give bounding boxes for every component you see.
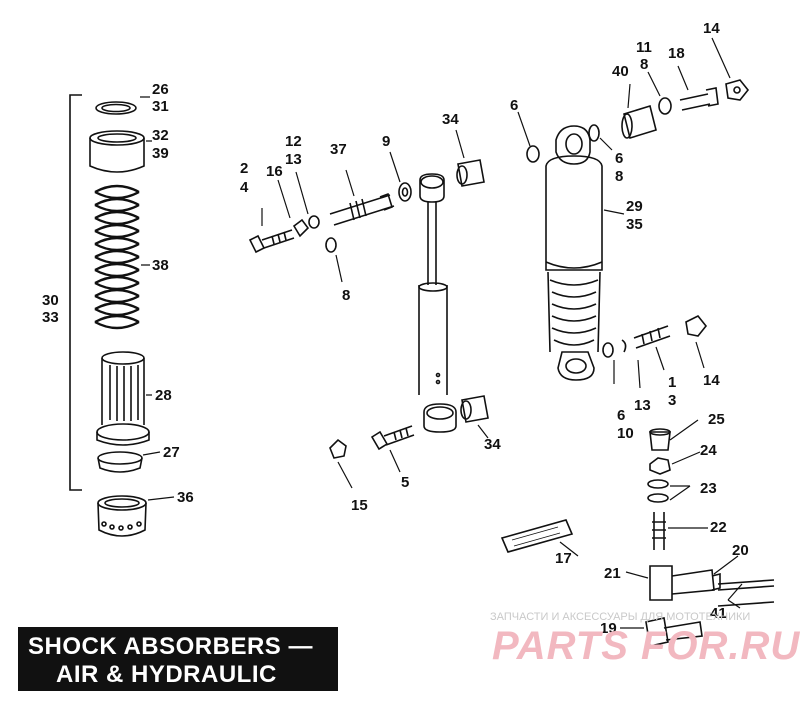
callout-38: 38 [152,257,169,274]
callout-16: 16 [266,163,283,180]
callout-20: 20 [732,542,749,559]
part-bolt-5 [370,425,415,451]
callout-6a: 6 [510,97,518,114]
callout-15: 15 [351,497,368,514]
title-line-1: SHOCK ABSORBERS — [28,633,313,660]
callout-12: 12 [285,133,302,150]
callout-40: 40 [612,63,629,80]
callout-27: 27 [163,444,180,461]
callout-28: 28 [155,387,172,404]
callout-9: 9 [382,133,390,150]
part-cap-32 [89,130,145,173]
callout-39: 39 [152,145,169,162]
callout-36: 36 [177,489,194,506]
part-stud-37 [329,192,395,226]
callout-32: 32 [152,127,169,144]
part-bushing-34-top [456,159,485,187]
part-decal-17 [500,519,574,553]
callout-26: 26 [152,81,169,98]
callout-14a: 14 [703,20,720,37]
callout-18: 18 [668,45,685,62]
callout-6b: 6 [615,150,623,167]
callout-33: 33 [42,309,59,326]
callouts: 26 31 32 39 38 30 33 28 27 36 2 4 16 12 … [42,20,749,637]
diagram-title: SHOCK ABSORBERS — AIR & HYDRAULIC [18,627,338,691]
part-collar-36 [97,495,147,537]
callout-21: 21 [604,565,621,582]
callout-31: 31 [152,98,169,115]
callout-34a: 34 [442,111,459,128]
callout-3: 3 [668,392,676,409]
callout-2: 2 [240,160,248,177]
part-ring-26 [95,101,137,115]
callout-34b: 34 [484,436,501,453]
callout-17: 17 [555,550,572,567]
callout-5: 5 [401,474,409,491]
callout-8a: 8 [342,287,350,304]
callout-6c: 6 [617,407,625,424]
callout-22: 22 [710,519,727,536]
callout-11: 11 [636,39,652,56]
callout-8c: 8 [640,56,648,73]
part-cage-28 [96,351,150,446]
callout-24: 24 [700,442,717,459]
callout-14b: 14 [703,372,720,389]
part-spring-38 [94,184,140,330]
callout-10: 10 [617,425,634,442]
callout-23: 23 [700,480,717,497]
callout-37: 37 [330,141,347,158]
callout-25: 25 [708,411,725,428]
callout-13b: 13 [634,397,651,414]
callout-41: 41 [710,605,727,622]
watermark-logo: PARTS FOR.RU [492,624,800,668]
part-bushing-34-bottom [460,395,489,423]
part-spacer-40 [621,104,657,140]
callout-8b: 8 [615,168,623,185]
air-shock-body [500,37,775,647]
callout-1: 1 [668,374,676,391]
hydraulic-shock [248,129,489,489]
callout-35: 35 [626,216,643,233]
part-retainer-27 [97,451,143,473]
callout-4: 4 [240,179,249,196]
callout-13a: 13 [285,151,302,168]
title-line-2: AIR & HYDRAULIC [56,661,277,688]
callout-29: 29 [626,198,643,215]
air-shock-assembly [69,94,175,537]
callout-19: 19 [600,620,617,637]
callout-30: 30 [42,292,59,309]
watermark-text: ЗАПЧАСТИ И АКСЕССУАРЫ ДЛЯ МОТОТЕХНИКИ [490,611,751,623]
part-bolt-2 [248,229,295,254]
